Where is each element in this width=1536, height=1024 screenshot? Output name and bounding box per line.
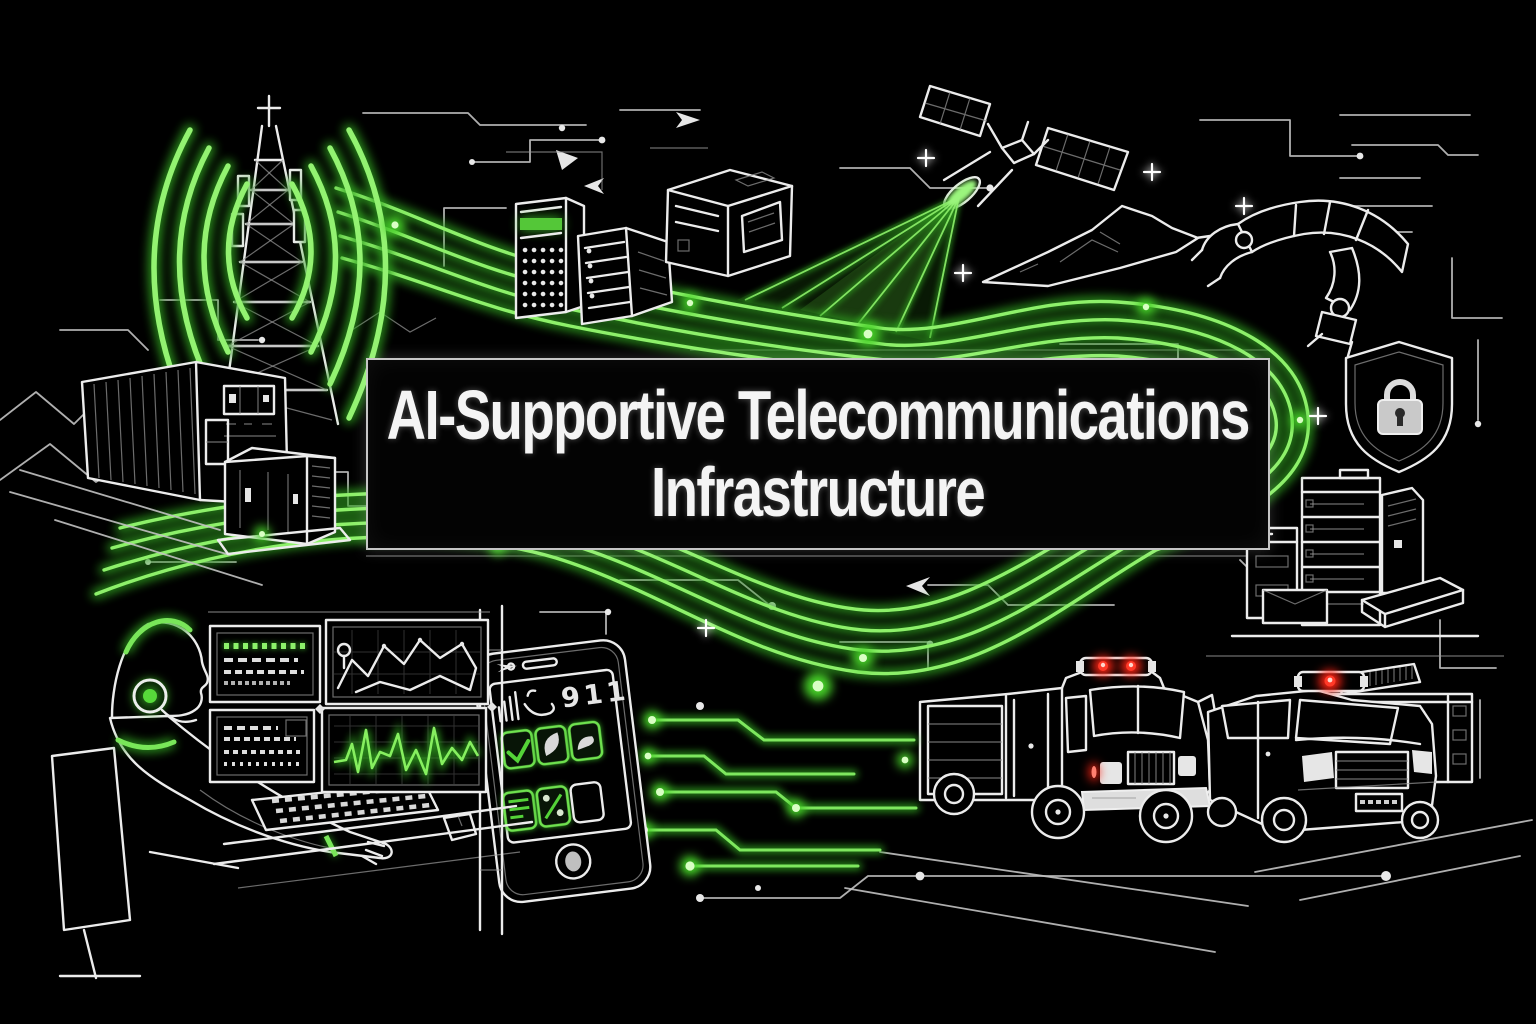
waveform-screen [320,706,488,794]
map-screen [324,618,490,706]
security-shield-icon [1344,340,1454,474]
smartphone-icon: 911 [472,639,652,904]
police-car-icon [1206,670,1440,844]
control-room-operator [50,604,534,980]
signal-bars-icon [497,691,520,723]
server-racks-icon [506,147,794,326]
call-icon [523,689,555,717]
headset-icon [118,621,198,748]
title-panel: AI-Supportive Telecommunications Infrast… [366,358,1270,550]
monitor-wall [208,611,497,794]
sparkles [696,148,1328,638]
log-screen [208,708,316,784]
code-screen [208,624,322,704]
title-line-1: AI-Supportive Telecommunications [386,376,1251,454]
terrain [981,204,1200,288]
chair [50,746,240,980]
title-line-2: Infrastructure [651,453,986,531]
padlock-icon [1377,379,1423,435]
pcb-traces [635,702,916,891]
edge-server-unit-icon [216,446,352,556]
laser-downlink [737,180,977,342]
city-buildings-icon [1206,468,1504,657]
robotic-arm-icon [1190,199,1410,358]
satellite-icon [918,84,1130,210]
fire-truck-icon [918,656,1217,844]
app-icons [500,720,605,832]
mouse [442,812,478,842]
